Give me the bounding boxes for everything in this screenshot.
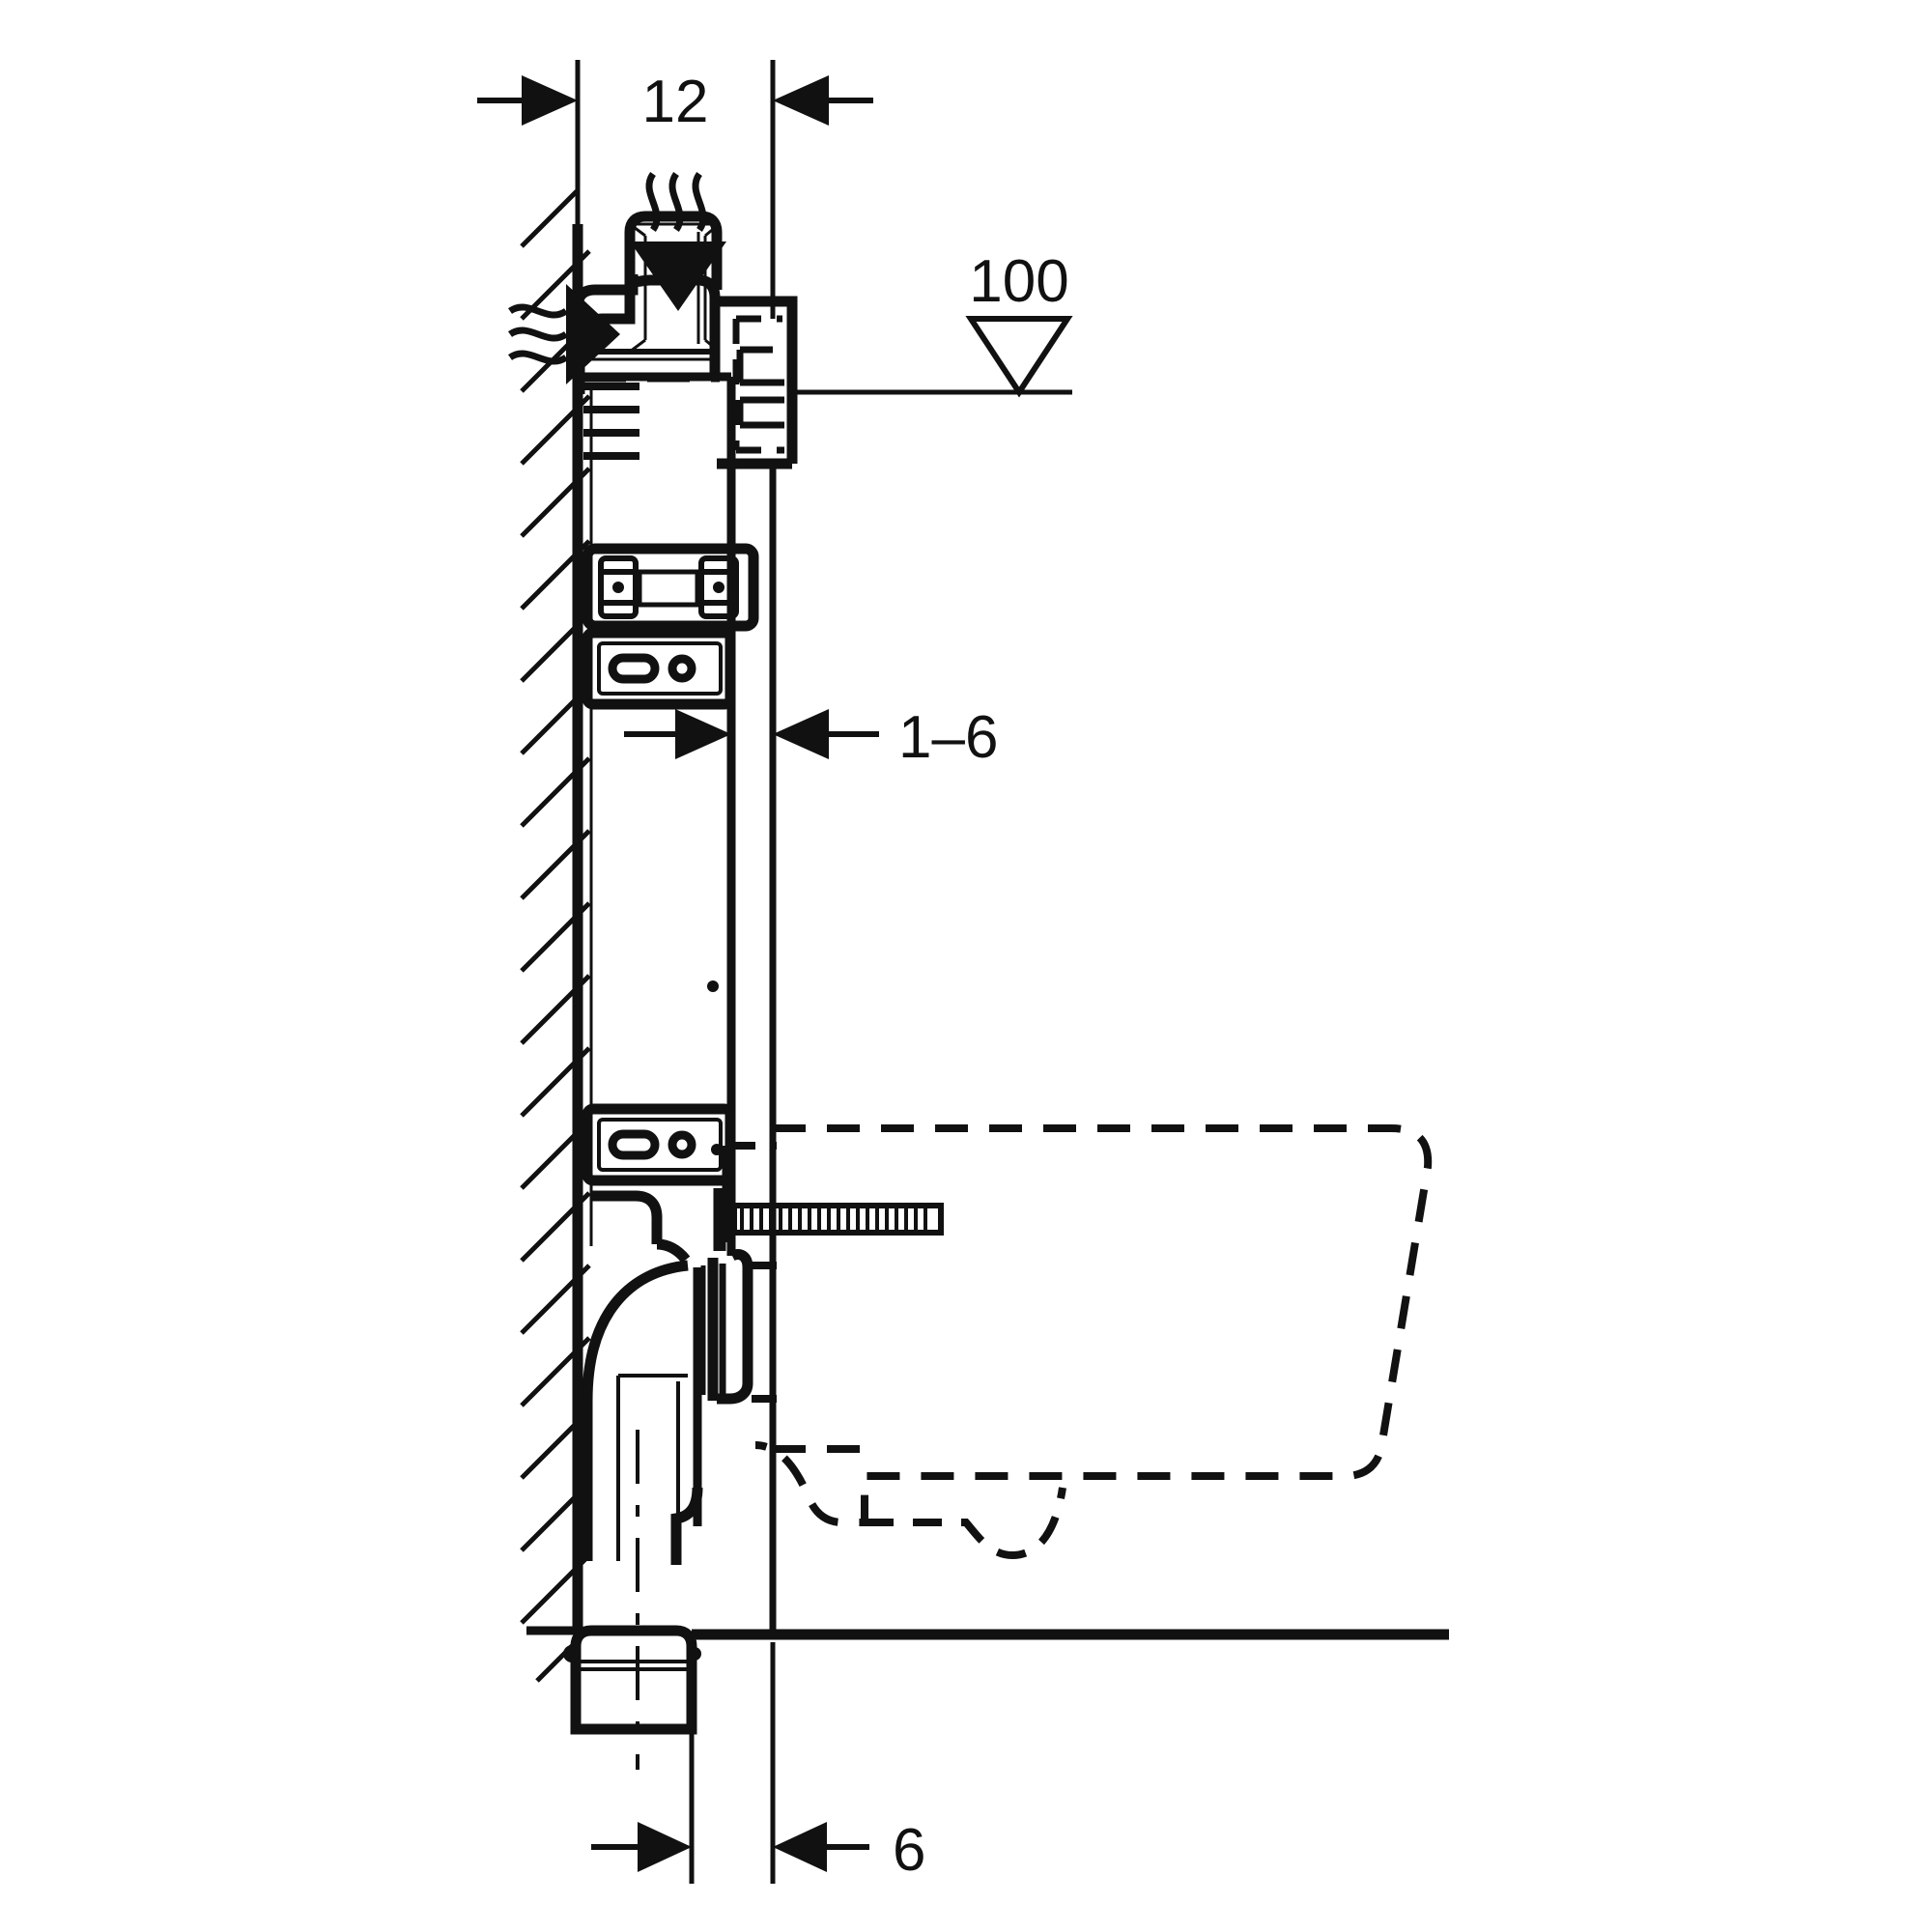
odour-extraction-level-marker: 100 [792, 248, 1073, 398]
dimension-top-label: 12 [642, 69, 709, 135]
dimension-middle-label: 1–6 [898, 704, 998, 771]
dimension-bottom-6: 6 [591, 1642, 925, 1884]
threaded-stud-bolt [713, 1146, 944, 1251]
dimension-top-12: 12 [477, 60, 873, 386]
wc-pan-bowl-curve [865, 1487, 1066, 1560]
upper-fixing-plate [582, 627, 736, 710]
airflow-exhaust-arrow [630, 171, 726, 311]
level-marker-label: 100 [969, 248, 1068, 315]
dimension-middle-1-6: 1–6 [624, 704, 998, 771]
concealed-cistern [717, 296, 798, 469]
dimension-bottom-label: 6 [893, 1817, 925, 1884]
installation-frame [580, 372, 736, 1256]
wc-pan-reference-ticks [730, 1142, 781, 1403]
odour-extraction-unit [572, 211, 723, 460]
airflow-intake-arrow [507, 284, 620, 384]
waste-pipe-socket [563, 1625, 701, 1735]
lower-fixing-plate [582, 1103, 736, 1186]
waste-elbow-bend [582, 1260, 703, 1565]
flush-pipe-connector [591, 1190, 753, 1405]
wc-pan-outline [754, 1124, 1433, 1526]
upper-mounting-bracket [582, 543, 759, 632]
hatched-wall [520, 189, 591, 1683]
